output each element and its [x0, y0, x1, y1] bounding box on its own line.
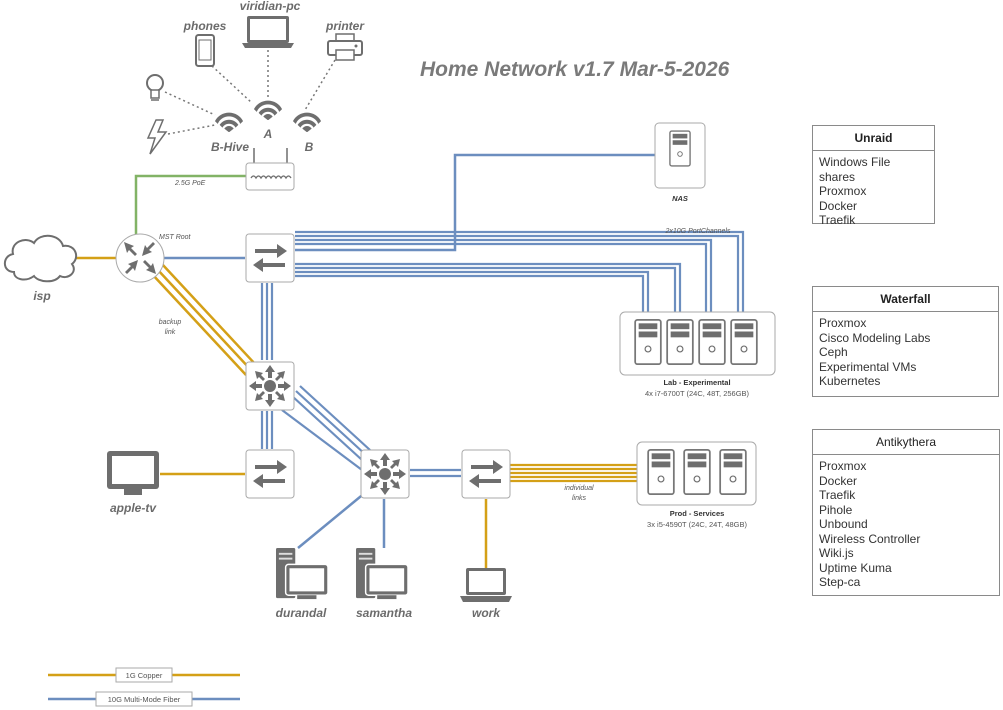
lab-cluster-name: Lab - Experimental	[663, 378, 730, 387]
legend-copper-label: 1G Copper	[126, 671, 163, 680]
lightbulb-icon	[146, 74, 164, 101]
host-item: Uptime Kuma	[819, 560, 892, 575]
host-item: Kubernetes	[819, 374, 881, 388]
monitor-icon	[107, 451, 159, 495]
core-switch-icon	[245, 233, 295, 283]
edge-fiber-links	[410, 468, 461, 478]
router-icon	[115, 233, 165, 283]
individual-links-label-1: individual	[564, 485, 594, 492]
durandal-fiber-link	[297, 491, 367, 549]
viridian-pc-label: viridian-pc	[240, 0, 301, 13]
access-switch-icon	[245, 449, 295, 499]
host-title-antikythera: Antikythera	[813, 430, 999, 455]
host-item: Pihole	[819, 502, 853, 517]
samantha-label: samantha	[356, 606, 412, 620]
individual-links-label-2: links	[572, 495, 587, 502]
host-item: Windows File shares	[819, 155, 891, 184]
host-box-unraid: Unraid Windows File shares Proxmox Docke…	[812, 125, 935, 227]
host-item: Docker	[819, 473, 858, 488]
lab-server-2-icon	[666, 318, 694, 366]
ap-b-label: B	[305, 140, 314, 154]
host-item: Docker	[819, 198, 858, 213]
prod-server-2-icon	[683, 448, 711, 496]
nas-server-icon	[669, 130, 691, 167]
host-box-waterfall: Waterfall Proxmox Cisco Modeling Labs Ce…	[812, 286, 999, 397]
host-item: Proxmox	[819, 459, 867, 473]
host-item: Step-ca	[819, 575, 861, 589]
wifi-ap-b-icon	[292, 112, 322, 132]
mst-root-label: MST Root	[159, 234, 192, 241]
phone-icon	[195, 34, 215, 67]
nas-device	[654, 122, 706, 189]
diagram-title: Home Network v1.7 Mar-5-2026	[420, 58, 730, 81]
printer-icon	[327, 33, 363, 61]
work-laptop-icon	[460, 568, 512, 602]
durandal-workstation-icon	[276, 548, 328, 600]
prod-server-3-icon	[719, 448, 747, 496]
poe-link	[134, 174, 246, 236]
distribution-switch-icon	[245, 361, 295, 411]
apple-tv-label: apple-tv	[110, 501, 157, 515]
prod-cluster-name: Prod - Services	[670, 509, 725, 518]
lab-server-3-icon	[698, 318, 726, 366]
nas-label: NAS	[672, 194, 688, 203]
prod-cluster-spec: 3x i5-4590T (24C, 24T, 48GB)	[647, 520, 747, 529]
laptop-icon	[242, 16, 294, 48]
backup-label-2: link	[165, 329, 176, 336]
phones-label: phones	[183, 19, 227, 33]
power-icon	[146, 119, 168, 155]
portchannels-label: 2x10G PortChannels	[665, 228, 731, 235]
backup-label-1: backup	[159, 319, 182, 326]
nas-fiber-link	[295, 153, 655, 252]
host-list-antikythera: Proxmox Docker Traefik Pihole Unbound Wi…	[813, 455, 999, 594]
host-box-antikythera: Antikythera Proxmox Docker Traefik Pihol…	[812, 429, 1000, 596]
prod-copper-links	[510, 463, 637, 483]
durandal-label: durandal	[276, 606, 327, 620]
trunk-fiber-links	[260, 283, 274, 449]
cloud-icon	[3, 234, 78, 283]
samantha-workstation-icon	[356, 548, 408, 600]
host-item: Wiki.js	[819, 546, 854, 560]
ap-bhive-label: B-Hive	[211, 140, 249, 154]
legend: 1G Copper 10G Multi-Mode Fiber	[48, 667, 240, 707]
wifi-ap-a-icon	[253, 100, 283, 120]
edge-switch-icon	[461, 449, 511, 499]
host-title-waterfall: Waterfall	[813, 287, 998, 312]
core-fiber-links	[281, 385, 371, 471]
poe-label: 2.5G PoE	[174, 180, 206, 187]
lab-cluster	[619, 311, 776, 376]
wireless-router-icon	[245, 148, 295, 191]
host-list-unraid: Windows File shares Proxmox Docker Traef…	[813, 151, 934, 232]
wifi-ap-bhive-icon	[214, 112, 244, 132]
ap-a-label: A	[263, 127, 273, 141]
host-item: Proxmox	[819, 316, 867, 330]
lab-server-1-icon	[634, 318, 662, 366]
host-item: Proxmox	[819, 184, 867, 198]
prod-server-1-icon	[647, 448, 675, 496]
lab-cluster-spec: 4x i7-6700T (24C, 48T, 256GB)	[645, 389, 750, 398]
lab-server-4-icon	[730, 318, 758, 366]
host-item: Wireless Controller	[819, 531, 921, 546]
backup-copper-link	[151, 263, 257, 376]
host-item: Cisco Modeling Labs	[819, 330, 931, 345]
isp-label: isp	[33, 289, 50, 303]
wireless-links	[164, 50, 336, 135]
printer-label: printer	[325, 19, 365, 33]
work-label: work	[472, 606, 501, 620]
prod-cluster	[636, 441, 757, 506]
host-list-waterfall: Proxmox Cisco Modeling Labs Ceph Experim…	[813, 312, 998, 393]
host-item: Unbound	[819, 517, 868, 531]
l3-switch-icon	[360, 449, 410, 499]
host-item: Traefik	[819, 213, 856, 227]
host-title-unraid: Unraid	[813, 126, 934, 151]
host-item: Experimental VMs	[819, 359, 917, 374]
host-item: Ceph	[819, 345, 848, 359]
lab-fiber-links	[295, 230, 745, 316]
host-item: Traefik	[819, 488, 856, 502]
legend-fiber-label: 10G Multi-Mode Fiber	[108, 695, 181, 704]
